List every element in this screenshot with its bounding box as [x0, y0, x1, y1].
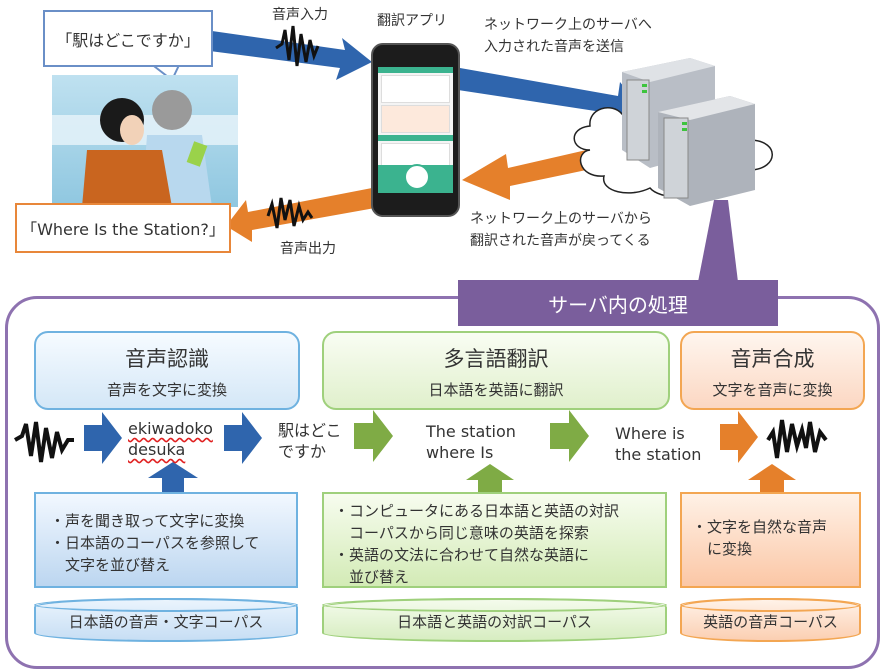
send-to-server-line-2: 入力された音声を送信 — [484, 39, 624, 55]
smartphone-translation-app — [371, 43, 460, 217]
speech-bubble-english: 「Where Is the Station?」 — [15, 203, 231, 253]
literal-english-text: The station where Is — [426, 421, 516, 463]
speech-synthesis-description: ・文字を自然な音声 に変換 — [680, 492, 861, 588]
blue-arrow-to-server — [458, 68, 644, 128]
romaji-line-1: ekiwadoko — [128, 419, 213, 438]
natural-line-1: Where is — [615, 424, 685, 443]
stage-multilingual-translation: 多言語翻訳 日本語を英語に翻訳 — [322, 331, 670, 410]
voice-input-label: 音声入力 — [272, 7, 328, 23]
voice-output-wave-icon — [266, 197, 314, 229]
corpus-label: 日本語と英語の対訳コーパス — [397, 613, 592, 631]
panel-pointer — [698, 200, 738, 282]
server-icon — [658, 96, 755, 206]
voice-input-wave-icon — [275, 25, 320, 67]
description-item: ・英語の文法に合わせて自然な英語に — [334, 546, 590, 564]
stage-title: 音声合成 — [730, 347, 815, 371]
stage-subtitle: 文字を音声に変換 — [712, 381, 833, 399]
english-speech-corpus: 英語の音声コーパス — [680, 598, 861, 642]
voice-output-label: 音声出力 — [280, 241, 336, 257]
japanese-text: 駅はどこ ですか — [278, 420, 342, 462]
romaji-line-2: desuka — [128, 440, 186, 459]
stage-speech-synthesis: 音声合成 文字を音声に変換 — [680, 331, 865, 410]
return-from-server-label: ネットワーク上のサーバから 翻訳された音声が戻ってくる — [470, 208, 652, 252]
parallel-corpus: 日本語と英語の対訳コーパス — [322, 598, 667, 642]
japanese-line-2: ですか — [278, 442, 327, 461]
stage-subtitle: 音声を文字に変換 — [106, 381, 227, 399]
send-to-server-line-1: ネットワーク上のサーバへ — [484, 17, 652, 33]
stage-title: 音声認識 — [125, 347, 209, 371]
corpus-label: 日本語の音声・文字コーパス — [68, 613, 264, 631]
phone-screen — [378, 67, 453, 193]
literal-line-2: where Is — [426, 443, 494, 462]
description-item: コーパスから同じ意味の英語を探索 — [349, 524, 589, 542]
corpus-label: 英語の音声コーパス — [703, 613, 838, 631]
description-item: ・文字を自然な音声 — [692, 518, 828, 536]
server-processing-panel — [5, 296, 880, 669]
panel-title: サーバ内の処理 — [458, 280, 778, 326]
send-to-server-label: ネットワーク上のサーバへ 入力された音声を送信 — [484, 14, 652, 58]
return-from-server-line-1: ネットワーク上のサーバから — [470, 211, 652, 227]
stage-title: 多言語翻訳 — [443, 347, 549, 371]
translation-description: ・コンピュータにある日本語と英語の対訳 コーパスから同じ意味の英語を探索 ・英語… — [322, 492, 667, 588]
description-item: ・日本語のコーパスを参照して — [50, 534, 260, 552]
description-item: ・声を聞き取って文字に変換 — [50, 512, 245, 530]
people-illustration — [52, 75, 238, 207]
speech-recognition-description: ・声を聞き取って文字に変換 ・日本語のコーパスを参照して 文字を並び替え — [34, 492, 298, 588]
speech-bubble-japanese: 「駅はどこですか」 — [43, 10, 213, 67]
stage-subtitle: 日本語を英語に翻訳 — [428, 381, 564, 399]
natural-line-2: the station — [615, 445, 702, 464]
microphone-icon — [404, 164, 430, 190]
romaji-text: ekiwadoko desuka — [128, 418, 213, 460]
literal-line-1: The station — [426, 422, 516, 441]
description-item: 文字を並び替え — [65, 556, 171, 574]
description-item: 並び替え — [349, 568, 410, 586]
stage-speech-recognition: 音声認識 音声を文字に変換 — [34, 331, 300, 410]
japanese-speech-text-corpus: 日本語の音声・文字コーパス — [34, 598, 298, 642]
description-item: に変換 — [707, 540, 753, 558]
natural-english-text: Where is the station — [615, 423, 701, 465]
japanese-line-1: 駅はどこ — [278, 421, 342, 440]
translation-app-label: 翻訳アプリ — [377, 13, 447, 29]
description-item: ・コンピュータにある日本語と英語の対訳 — [334, 502, 620, 520]
return-from-server-line-2: 翻訳された音声が戻ってくる — [470, 233, 651, 249]
